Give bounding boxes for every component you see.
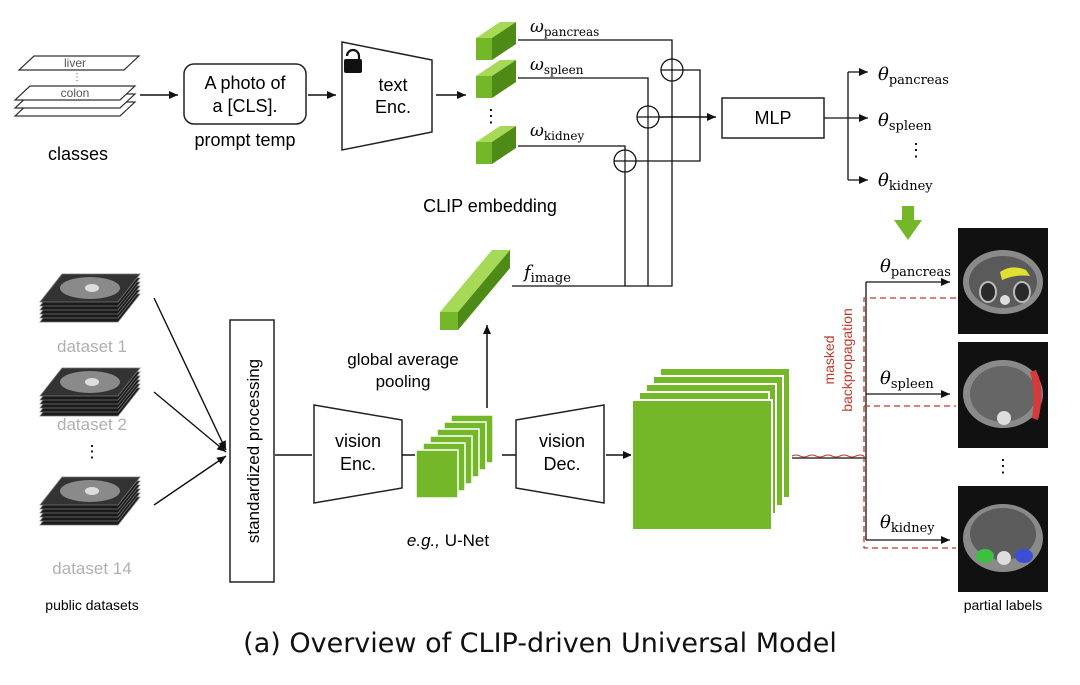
ct-spleen-image: [958, 342, 1048, 448]
ct-pancreas-image: [958, 228, 1048, 334]
head-theta-spleen: θspleen: [880, 368, 934, 392]
arrow-dataset2: [153, 391, 227, 453]
omega-pancreas-label: ωpancreas: [530, 17, 599, 39]
class-vdots: ⋮: [72, 72, 82, 83]
output-feature-stack: [631, 367, 791, 531]
clip-universal-model-diagram: liver ⋮ colon classes A photo of a [CLS]…: [13, 17, 1048, 613]
text-enc-line1: text: [378, 75, 407, 95]
theta-spleen-label: θspleen: [878, 110, 932, 134]
line-concat-pancreas-mlp: [683, 69, 701, 117]
class-liver-label: liver: [64, 56, 86, 70]
plus-circle-icon: [636, 105, 660, 129]
classes-label: classes: [48, 144, 108, 164]
omega-kidney-label: ωkidney: [530, 121, 584, 143]
unet-feature-stack: [415, 414, 494, 499]
head-theta-kidney: θkidney: [880, 512, 935, 536]
lock-icon: [344, 48, 362, 73]
down-arrow-icon: [894, 206, 922, 240]
prompt-box: [183, 63, 307, 125]
global-feature-bar: [440, 250, 510, 330]
mlp-label: MLP: [754, 108, 791, 128]
dataset-14-label: dataset 14: [52, 559, 131, 578]
theta-pancreas-label: θpancreas: [878, 64, 949, 88]
clip-embedding-label: CLIP embedding: [423, 196, 557, 216]
theta-vdots: ⋮: [907, 140, 925, 160]
ct-kidney-image: [958, 486, 1048, 592]
line-omega-pancreas: [518, 39, 673, 60]
prompt-line1: A photo of: [204, 73, 286, 93]
partial-labels-label: partial labels: [964, 597, 1043, 613]
global-avg-line2: pooling: [376, 372, 431, 391]
dataset-stack-3: [39, 476, 141, 526]
dataset-stack-2: [39, 367, 141, 417]
prompt-temp-label: prompt temp: [194, 130, 295, 150]
vision-enc-line2: Enc.: [340, 454, 376, 474]
public-datasets-label: public datasets: [45, 597, 138, 613]
head-theta-pancreas: θpancreas: [880, 256, 951, 280]
masked-label: masked: [821, 335, 837, 384]
class-colon-label: colon: [61, 86, 90, 100]
line-omega-kidney: [518, 145, 626, 150]
vision-encoder-block: [313, 404, 403, 504]
theta-kidney-label: θkidney: [878, 170, 933, 194]
arrow-dataset1: [153, 297, 227, 451]
dataset-1-label: dataset 1: [57, 337, 127, 356]
embedding-spleen: [476, 60, 516, 98]
line-omega-spleen: [518, 77, 649, 106]
arrow-dataset14: [153, 455, 227, 506]
standardized-processing-box: [229, 319, 275, 583]
unet-feature-map: [415, 449, 459, 499]
dataset-stack-1: [39, 273, 141, 323]
text-encoder-block: [341, 41, 433, 151]
unet-label: e.g., U-Net: [407, 531, 489, 550]
omega-spleen-label: ωspleen: [530, 55, 584, 77]
line-concat-kidney-mlp: [636, 117, 701, 162]
classes-stack: liver ⋮ colon: [13, 55, 141, 117]
dataset-stacks: [39, 273, 141, 526]
dataset-vdots: ⋮: [84, 442, 101, 461]
vision-decoder-block: [515, 404, 605, 504]
figure-caption: (a) Overview of CLIP-driven Universal Mo…: [243, 628, 837, 659]
embedding-vdots: ⋮: [482, 106, 500, 126]
vision-enc-line1: vision: [335, 431, 381, 451]
embedding-kidney: [476, 126, 516, 164]
f-image-label: fimage: [522, 262, 571, 286]
masked-backprop-dashed: [863, 297, 956, 549]
global-avg-line1: global average: [347, 350, 459, 369]
plus-circle-icon: [613, 149, 637, 173]
prompt-line2: a [CLS].: [212, 96, 277, 116]
standardized-processing-label: standardized processing: [244, 359, 263, 543]
vision-dec-line2: Dec.: [543, 454, 580, 474]
ct-vdots: ⋮: [994, 456, 1012, 476]
plus-circle-icon: [660, 58, 684, 82]
red-wavy-line: [791, 454, 865, 458]
clip-embedding-bars: [476, 22, 516, 164]
embedding-pancreas: [476, 22, 516, 60]
line-fimage-pancreas: [512, 81, 673, 287]
dataset-2-label: dataset 2: [57, 415, 127, 434]
mlp-box: [721, 97, 825, 139]
text-enc-line2: Enc.: [375, 97, 411, 117]
vision-dec-line1: vision: [539, 431, 585, 451]
backprop-label: backpropagation: [839, 308, 855, 412]
